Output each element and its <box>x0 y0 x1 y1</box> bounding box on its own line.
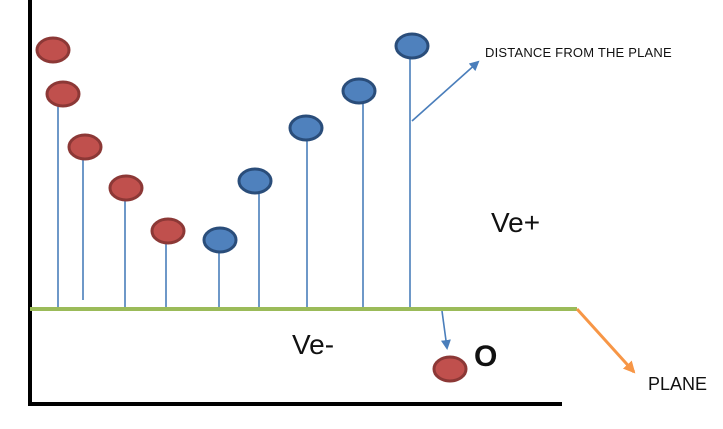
blue-point <box>341 77 377 105</box>
distance-label: DISTANCE FROM THE PLANE <box>485 45 672 60</box>
negative-side-label: Ve- <box>292 329 335 360</box>
plane-arrow <box>575 307 636 374</box>
red-point <box>150 217 186 245</box>
blue-point <box>394 32 430 60</box>
red-point-outlier <box>432 355 468 383</box>
stems <box>57 59 411 309</box>
distance-arrow <box>411 60 480 122</box>
plane-label: PLANE <box>648 374 708 394</box>
red-points <box>35 36 468 383</box>
red-point <box>67 133 103 161</box>
blue-point <box>237 167 273 195</box>
red-point <box>35 36 71 64</box>
blue-point <box>202 226 238 254</box>
blue-point <box>288 114 324 142</box>
outlier-arrow <box>440 310 451 350</box>
red-point <box>45 80 81 108</box>
red-point <box>108 174 144 202</box>
blue-points <box>202 32 430 254</box>
positive-side-label: Ve+ <box>491 207 541 238</box>
outlier-label: O <box>474 340 498 373</box>
